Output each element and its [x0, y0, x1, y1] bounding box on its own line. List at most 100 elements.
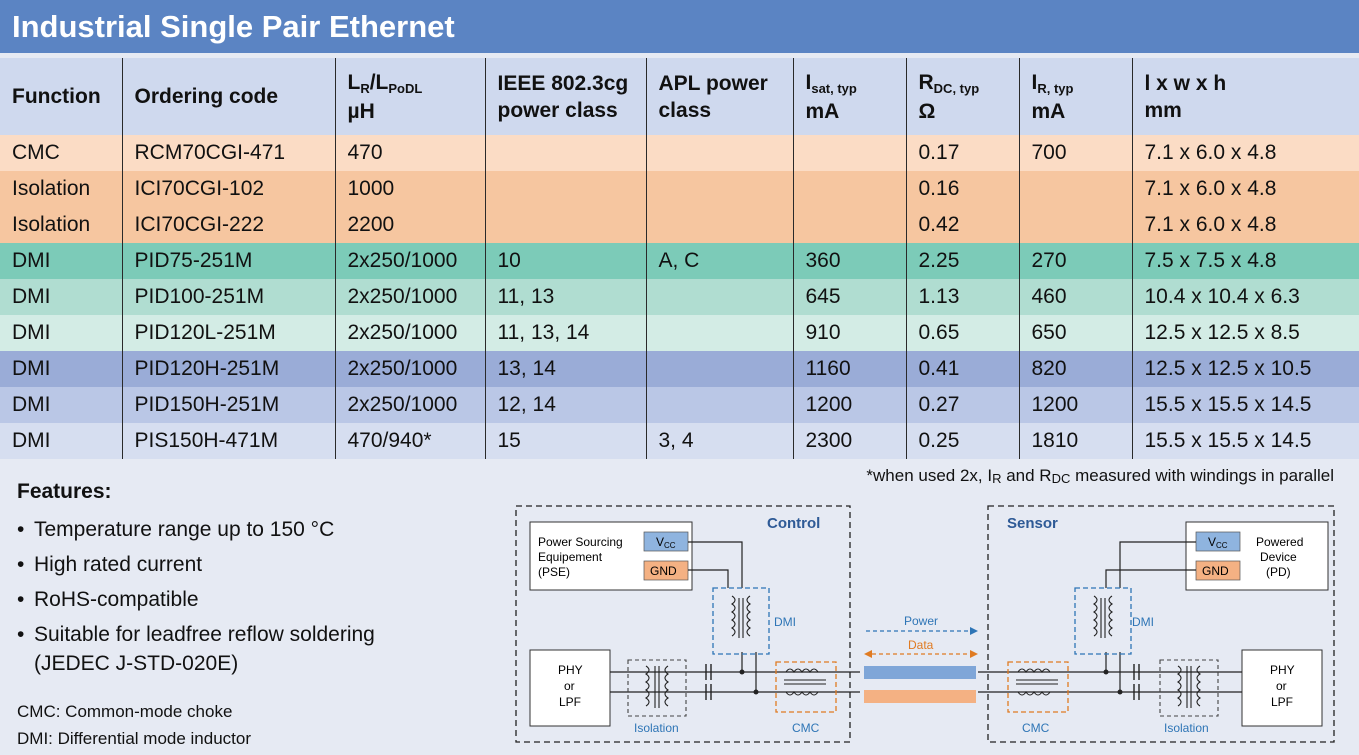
- cell-rdc: 0.65: [905, 315, 1019, 351]
- cell-dimensions: 7.1 x 6.0 x 4.8: [1131, 135, 1359, 171]
- cell-inductance: 2200: [334, 207, 485, 243]
- cell-code: RCM70CGI-471: [121, 135, 335, 171]
- cell-ir: 700: [1018, 135, 1132, 171]
- cell-function: DMI: [12, 321, 51, 344]
- list-item: •RoHS-compatible: [17, 582, 375, 617]
- wires-right: [978, 541, 1242, 693]
- cell-function: CMC: [12, 141, 60, 164]
- table-row: DMI PID100-251M 2x250/1000 11, 13 645 1.…: [0, 279, 1359, 315]
- table-row: DMI PID150H-251M 2x250/1000 12, 14 1200 …: [0, 387, 1359, 423]
- list-item: •High rated current: [17, 547, 375, 582]
- table-row: DMI PID75-251M 2x250/1000 10 A, C 360 2.…: [0, 243, 1359, 279]
- bullet-icon: •: [17, 518, 25, 541]
- cmc-label-left: CMC: [792, 721, 820, 735]
- phy-label-left-2: or: [564, 679, 575, 693]
- table-row: DMI PIS150H-471M 470/940* 15 3, 4 2300 0…: [0, 423, 1359, 459]
- pse-label-3: (PSE): [538, 565, 570, 579]
- cell-ieee: 11, 13, 14: [484, 315, 646, 351]
- cell-isat: [792, 171, 906, 207]
- cell-isat: 1160: [792, 351, 906, 387]
- cell-dimensions: 10.4 x 10.4 x 6.3: [1131, 279, 1359, 315]
- product-table: Function Ordering code LR/LPoDL µH IEEE …: [0, 58, 1359, 459]
- table-row: Isolation ICI70CGI-222 2200 0.42 7.1 x 6…: [0, 207, 1359, 243]
- phy-label-left-3: LPF: [559, 695, 581, 709]
- header-rdc: RDC, typ Ω: [905, 58, 1019, 135]
- cell-ir: [1018, 171, 1132, 207]
- dmi-label-left: DMI: [774, 615, 796, 629]
- isolation-label-right: Isolation: [1164, 721, 1209, 735]
- footnote: *when used 2x, IR and RDC measured with …: [866, 466, 1334, 486]
- header-function: Function: [12, 85, 101, 108]
- cell-code: PID120H-251M: [121, 351, 335, 387]
- cell-isat: 645: [792, 279, 906, 315]
- legend-cmc: CMC: Common-mode choke: [17, 702, 233, 721]
- cell-ieee: 13, 14: [484, 351, 646, 387]
- cell-inductance: 2x250/1000: [334, 279, 485, 315]
- page-title: Industrial Single Pair Ethernet: [0, 0, 1359, 53]
- cell-ieee: [484, 207, 646, 243]
- data-arrowhead-left: [864, 650, 872, 658]
- control-box: [515, 505, 851, 743]
- control-label: Control: [767, 515, 820, 532]
- bullet-icon: •: [17, 623, 25, 646]
- pse-label-2: Equipement: [538, 550, 603, 564]
- cell-isat: 2300: [792, 423, 906, 459]
- table-row: DMI PID120L-251M 2x250/1000 11, 13, 14 9…: [0, 315, 1359, 351]
- cell-code: PID75-251M: [121, 243, 335, 279]
- dmi-inductor-right: [1093, 595, 1113, 638]
- dmi-label-right: DMI: [1132, 615, 1154, 629]
- isolation-transformer-right: [1177, 665, 1201, 708]
- circuit-diagram: Control Sensor Power Sourcing Equipement…: [515, 505, 1335, 743]
- cell-dimensions: 15.5 x 15.5 x 14.5: [1131, 387, 1359, 423]
- cell-rdc: 1.13: [905, 279, 1019, 315]
- vcc-label-left: VCC: [656, 535, 676, 550]
- cell-apl: [645, 351, 793, 387]
- cell-rdc: 0.17: [905, 135, 1019, 171]
- gnd-label-left: GND: [650, 564, 677, 578]
- isolation-box-right: [1159, 659, 1219, 717]
- cell-inductance: 2x250/1000: [334, 243, 485, 279]
- pd-label-2: Device: [1260, 550, 1297, 564]
- cell-ir: [1018, 207, 1132, 243]
- cell-function: Isolation: [12, 177, 91, 200]
- cell-ieee: 12, 14: [484, 387, 646, 423]
- cell-dimensions: 12.5 x 12.5 x 8.5: [1131, 315, 1359, 351]
- isolation-transformer-left: [645, 665, 669, 708]
- cell-code: PID120L-251M: [121, 315, 335, 351]
- cell-ir: 650: [1018, 315, 1132, 351]
- cell-dimensions: 7.1 x 6.0 x 4.8: [1131, 171, 1359, 207]
- cell-ir: 820: [1018, 351, 1132, 387]
- cmc-choke-right: [1016, 668, 1058, 696]
- phy-label-right-1: PHY: [1270, 663, 1295, 677]
- cell-function: DMI: [12, 285, 51, 308]
- wires-left: [610, 541, 860, 693]
- power-label: Power: [904, 614, 938, 628]
- cell-rdc: 0.27: [905, 387, 1019, 423]
- cell-isat: 360: [792, 243, 906, 279]
- cell-apl: [645, 135, 793, 171]
- cell-code: ICI70CGI-222: [121, 207, 335, 243]
- cell-ir: 1810: [1018, 423, 1132, 459]
- capacitors: [705, 664, 1140, 700]
- cell-dimensions: 15.5 x 15.5 x 14.5: [1131, 423, 1359, 459]
- cell-inductance: 2x250/1000: [334, 351, 485, 387]
- list-item: •Temperature range up to 150 °C: [17, 512, 375, 547]
- cell-apl: A, C: [645, 243, 793, 279]
- sensor-box: [987, 505, 1335, 743]
- table-row: Isolation ICI70CGI-102 1000 0.16 7.1 x 6…: [0, 171, 1359, 207]
- table-row: CMC RCM70CGI-471 470 0.17 700 7.1 x 6.0 …: [0, 135, 1359, 171]
- cmc-choke-left: [784, 668, 826, 696]
- cell-function: Isolation: [12, 213, 91, 236]
- cell-ir: 1200: [1018, 387, 1132, 423]
- cell-dimensions: 12.5 x 12.5 x 10.5: [1131, 351, 1359, 387]
- cable-blue: [864, 666, 976, 679]
- cell-rdc: 0.41: [905, 351, 1019, 387]
- cell-isat: 1200: [792, 387, 906, 423]
- cell-ieee: 15: [484, 423, 646, 459]
- cell-apl: [645, 387, 793, 423]
- cell-inductance: 1000: [334, 171, 485, 207]
- cell-isat: [792, 135, 906, 171]
- phy-label-left-1: PHY: [558, 663, 583, 677]
